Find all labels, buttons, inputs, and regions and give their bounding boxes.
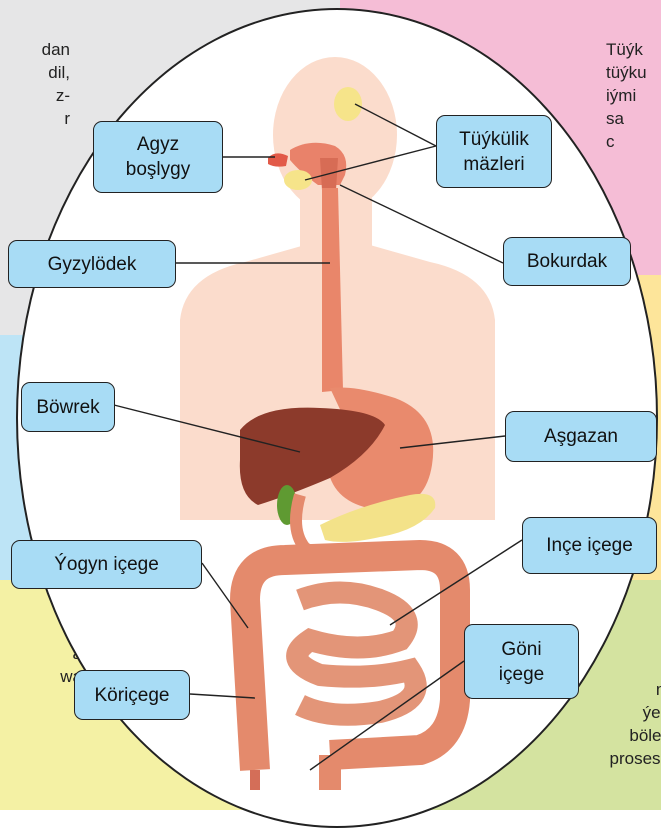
label-mouth: Agyz boşlygy [93,121,223,193]
label-rectum: Göni içege [464,624,579,699]
label-stomach: Aşgazan [505,411,657,462]
small-intestine [297,593,416,715]
label-pharynx: Bokurdak [503,237,631,286]
label-small-intestine: Inçe içege [522,517,657,574]
label-liver: Böwrek [21,382,115,432]
label-esophagus: Gyzylödek [8,240,176,288]
label-appendix: Köriçege [74,670,190,720]
label-salivary-glands: Tüýkülik mäzleri [436,115,552,188]
label-large-intestine: Ýogyn içege [11,540,202,589]
